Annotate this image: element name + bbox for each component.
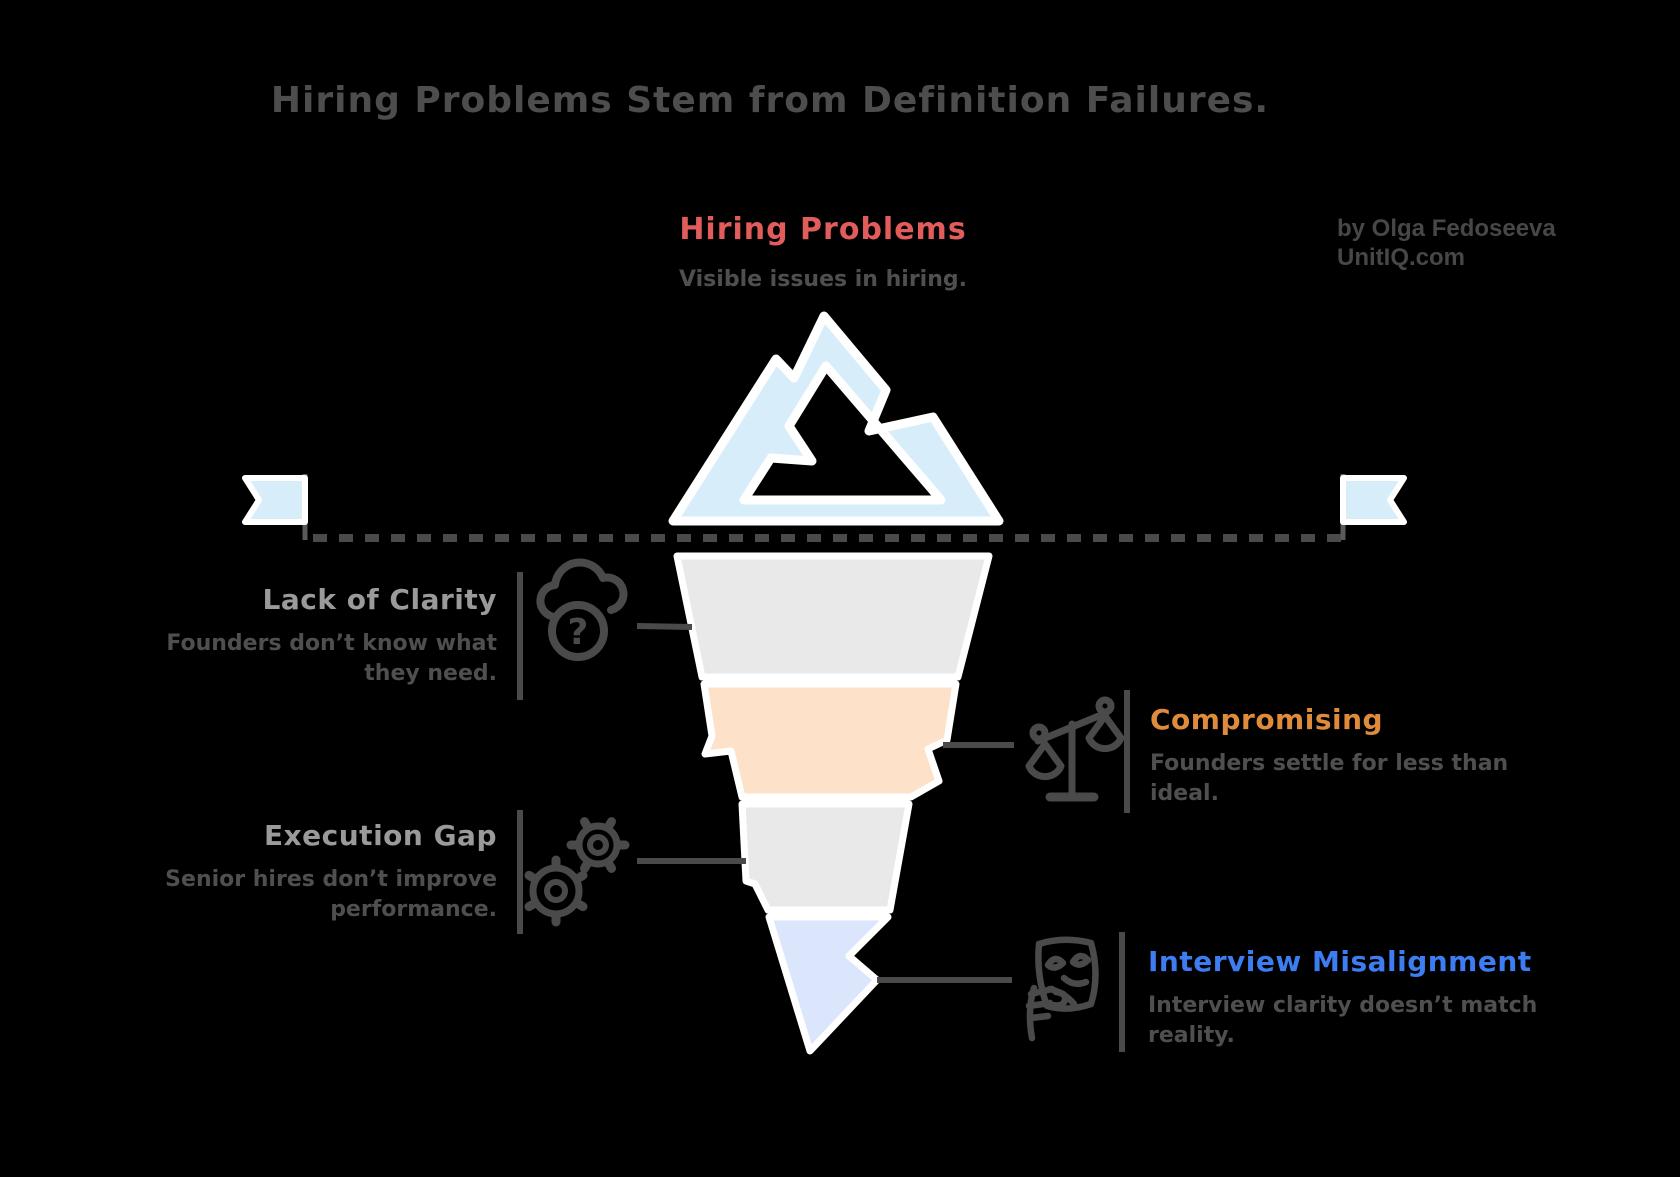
section-title: Interview Misalignment — [1148, 945, 1532, 978]
iceberg-layer-execution-gap — [738, 800, 913, 914]
attribution: by Olga Fedoseeva UnitIQ.com — [1337, 214, 1637, 272]
section-description: Founders don’t know what they need. — [166, 631, 497, 686]
section-description: Founders settle for less than ideal. — [1150, 751, 1509, 806]
section-title: Lack of Clarity — [262, 583, 497, 616]
section-execution-gap: Execution Gap Senior hires don’t improve… — [117, 818, 497, 924]
section-description: Interview clarity doesn’t match reality. — [1148, 993, 1538, 1048]
section-title: Compromising — [1150, 703, 1384, 736]
mask-icon — [1025, 936, 1099, 1042]
section-title: Execution Gap — [263, 819, 497, 852]
iceberg-tip-above-water — [668, 311, 1004, 526]
surface-description: Visible issues in hiring. — [679, 267, 967, 292]
connector-lack-of-clarity — [636, 623, 693, 630]
page-title: Hiring Problems Stem from Definition Fai… — [270, 80, 1270, 121]
left-flag-icon — [242, 474, 308, 540]
surface-label: Hiring Problems — [679, 212, 967, 247]
section-lack-of-clarity: Lack of Clarity Founders don’t know what… — [117, 582, 497, 688]
iceberg-layer-compromising — [700, 680, 960, 801]
iceberg-layer-interview-misalignment — [765, 913, 892, 1055]
question-glyph: ? — [568, 612, 589, 653]
section-interview-misalignment: Interview Misalignment Interview clarity… — [1148, 944, 1568, 1050]
section-compromising: Compromising Founders settle for less th… — [1150, 702, 1535, 808]
scales-icon — [1025, 696, 1125, 802]
attribution-byline: by Olga Fedoseeva — [1337, 215, 1556, 242]
gears-icon — [524, 817, 630, 927]
right-flag-icon — [1340, 474, 1407, 540]
attribution-site: UnitIQ.com — [1337, 244, 1466, 271]
surface-section: Hiring Problems Visible issues in hiring… — [623, 212, 1023, 292]
iceberg-layer-lack-of-clarity — [673, 552, 993, 681]
cloud-question-icon: ? — [536, 558, 628, 661]
section-description: Senior hires don’t improve performance. — [165, 867, 497, 922]
